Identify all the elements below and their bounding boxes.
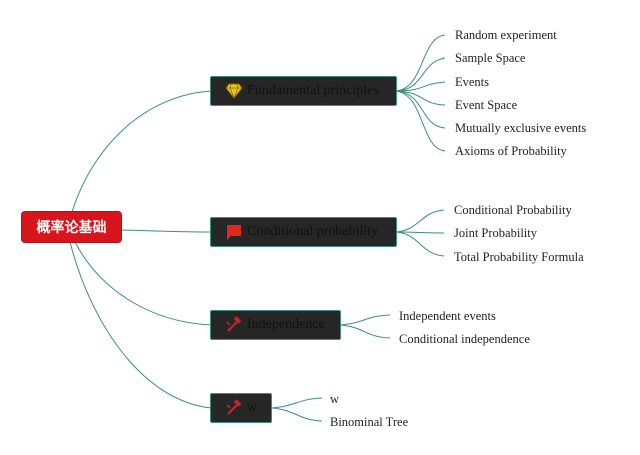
leaf-sample-space[interactable]: Sample Space (455, 51, 526, 65)
connector-leaf (395, 209, 445, 233)
connector-leaf (395, 90, 446, 129)
hammer-icon (225, 316, 243, 334)
branch-node-independence[interactable]: Independence (210, 310, 341, 340)
leaf-w[interactable]: w (330, 392, 340, 406)
leaf-mutually-exclusive-events[interactable]: Mutually exclusive events (455, 121, 587, 135)
leaf-random-experiment[interactable]: Random experiment (455, 28, 557, 42)
branch-node-fundamental[interactable]: Fundamental principles (210, 76, 397, 106)
connector-root-w (69, 241, 212, 409)
leaf-events[interactable]: Events (455, 75, 490, 89)
connector-root-independence (74, 241, 212, 326)
root-label: 概率论基础 (36, 220, 107, 236)
diamond-icon (225, 82, 243, 100)
branch-label: Conditional probability (247, 224, 379, 239)
root-node[interactable]: 概率论基础 (22, 212, 121, 242)
leaf-total-probability-formula[interactable]: Total Probability Formula (454, 250, 584, 264)
connector-root-fundamental (71, 90, 212, 213)
branch-node-w[interactable]: w (210, 393, 272, 423)
leaf-event-space[interactable]: Event Space (455, 98, 518, 112)
connector-leaf (395, 231, 445, 257)
connector-leaf (395, 90, 446, 152)
connector-leaf (339, 324, 391, 339)
leaf-binominal-tree[interactable]: Binominal Tree (330, 415, 409, 429)
red-flag-icon (225, 223, 243, 241)
branch-label: Fundamental principles (247, 83, 379, 98)
branch-label: Independence (247, 317, 325, 332)
leaf-conditional-probability[interactable]: Conditional Probability (454, 203, 572, 217)
connector-leaf (271, 397, 323, 409)
leaf-independent-events[interactable]: Independent events (399, 309, 496, 323)
connector-leaf (395, 34, 446, 92)
leaf-axioms-of-probability[interactable]: Axioms of Probability (455, 144, 567, 158)
connector-leaf (271, 407, 323, 422)
leaf-conditional-independence[interactable]: Conditional independence (399, 332, 530, 346)
connector-leaf (395, 81, 446, 92)
connector-root-conditional (120, 229, 212, 233)
hammer-icon (225, 399, 243, 417)
branch-label: w (247, 400, 258, 415)
connector-leaf (395, 57, 446, 92)
connector-leaf (395, 231, 445, 234)
leaf-joint-probability[interactable]: Joint Probability (454, 226, 537, 240)
connector-leaf (395, 90, 446, 106)
branch-node-conditional[interactable]: Conditional probability (210, 217, 397, 247)
connector-leaf (339, 314, 391, 326)
